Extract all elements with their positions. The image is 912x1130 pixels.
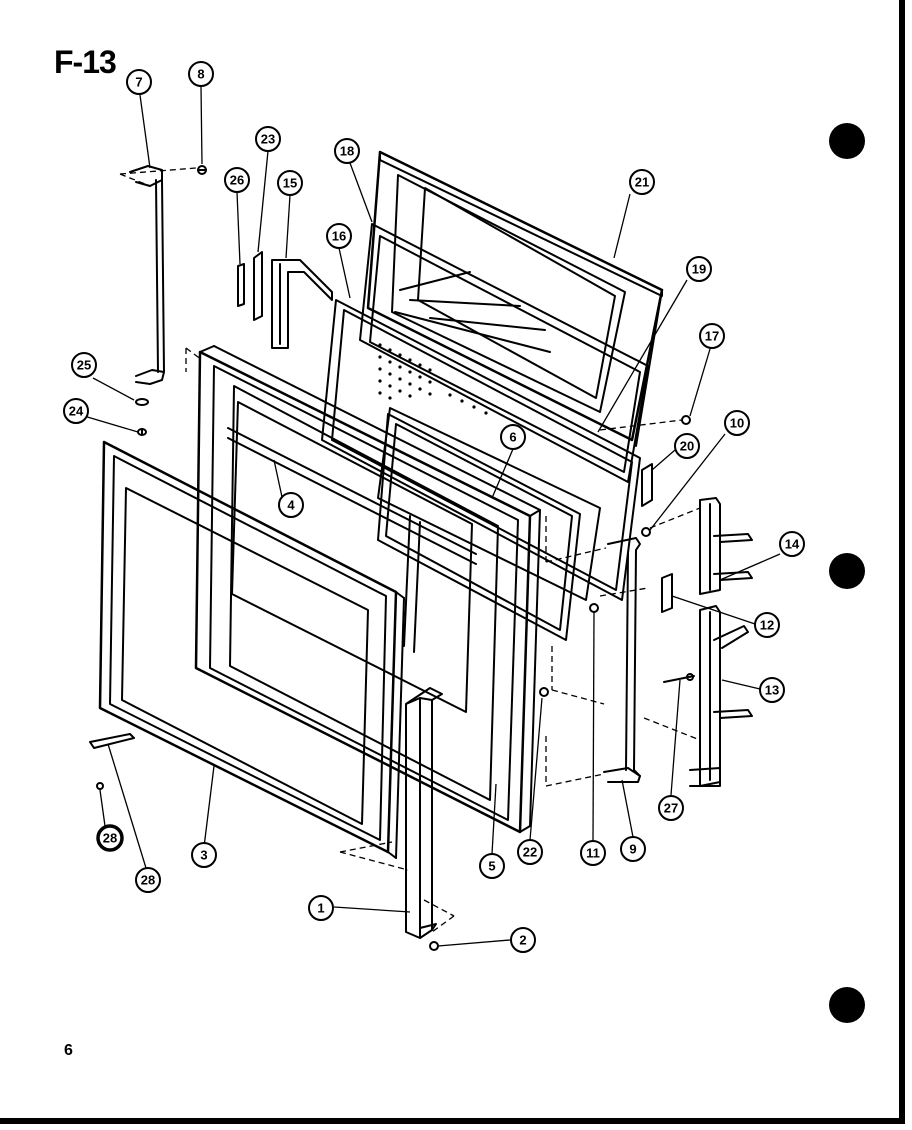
binder-hole-bottom (829, 987, 865, 1023)
part-25-washer (135, 398, 149, 406)
part-12-bracket (661, 573, 673, 613)
callout-15: 15 (277, 170, 303, 196)
svg-text:14: 14 (785, 537, 800, 552)
callout-22: 22 (517, 839, 543, 865)
svg-text:16: 16 (332, 229, 346, 244)
callout-6: 6 (500, 424, 526, 450)
svg-text:6: 6 (509, 430, 516, 445)
part-23-channel (253, 251, 263, 321)
svg-text:3: 3 (200, 848, 207, 863)
callout-leaders (83, 85, 781, 947)
callout-10: 10 (724, 410, 750, 436)
part-3-front-frame (98, 440, 405, 859)
callout-19: 19 (686, 256, 712, 282)
svg-text:12: 12 (760, 618, 774, 633)
svg-text:21: 21 (635, 175, 649, 190)
part-5-door-frame (194, 345, 541, 834)
callout-16: 16 (326, 223, 352, 249)
callout-18: 18 (334, 138, 360, 164)
figure-title: F-13 (54, 44, 117, 80)
callout-21: 21 (629, 169, 655, 195)
part-13-latch (689, 605, 753, 787)
svg-text:11: 11 (586, 846, 600, 861)
part-4-inner-frame (227, 401, 477, 713)
svg-text:4: 4 (287, 498, 295, 513)
part-18-screen-panel (359, 223, 649, 483)
part-15-bracket (271, 259, 333, 349)
callout-3: 3 (191, 842, 217, 868)
part-27-pin (663, 673, 695, 683)
svg-text:8: 8 (197, 67, 204, 82)
part-22-screw (539, 687, 549, 697)
svg-text:28: 28 (103, 831, 117, 846)
svg-text:17: 17 (705, 329, 719, 344)
binder-hole-top (829, 123, 865, 159)
svg-text:15: 15 (283, 176, 297, 191)
part-28-tab (89, 733, 135, 790)
part-14-latch (699, 497, 753, 595)
callout-28: 28 (135, 867, 161, 893)
callout-8: 8 (188, 61, 214, 87)
binder-hole-middle (829, 553, 865, 589)
svg-text:2: 2 (519, 933, 526, 948)
part-6-seal-panel (377, 413, 581, 641)
part-16-perforations (378, 343, 488, 415)
svg-text:28: 28 (141, 873, 155, 888)
callout-17: 17 (699, 323, 725, 349)
svg-text:9: 9 (629, 842, 636, 857)
callout-27: 27 (658, 795, 684, 821)
svg-text:7: 7 (135, 75, 142, 90)
part-10-screw (641, 527, 651, 537)
svg-text:20: 20 (680, 439, 694, 454)
part-26-strip (237, 263, 245, 307)
callout-2: 2 (510, 927, 536, 953)
part-2-screw (429, 941, 439, 951)
callout-5: 5 (479, 853, 505, 879)
callout-23: 23 (255, 126, 281, 152)
part-16-inner-panel (321, 299, 641, 601)
callout-24: 24 (63, 398, 89, 424)
part-20-clip (641, 463, 653, 507)
part-1-handle (405, 687, 443, 939)
svg-text:27: 27 (664, 801, 678, 816)
callout-9: 9 (620, 836, 646, 862)
part-21-outer-panel (366, 150, 664, 447)
svg-text:10: 10 (730, 416, 744, 431)
svg-text:26: 26 (230, 173, 244, 188)
svg-text:22: 22 (523, 845, 537, 860)
svg-text:5: 5 (488, 859, 495, 874)
svg-text:25: 25 (77, 358, 91, 373)
part-11-screw (589, 603, 599, 613)
part-17-screw (681, 415, 691, 425)
callout-28-bold: 28 (96, 824, 124, 852)
callout-26: 26 (224, 167, 250, 193)
callout-20: 20 (674, 433, 700, 459)
svg-text:19: 19 (692, 262, 706, 277)
part-8-screw (197, 165, 207, 175)
svg-text:1: 1 (317, 901, 324, 916)
callout-4: 4 (278, 492, 304, 518)
svg-text:13: 13 (765, 683, 779, 698)
svg-text:18: 18 (340, 144, 354, 159)
page-number: 6 (64, 1042, 73, 1059)
callout-13: 13 (759, 677, 785, 703)
callout-12: 12 (754, 612, 780, 638)
assembly-dashed-lines (119, 167, 701, 933)
svg-text:23: 23 (261, 132, 275, 147)
part-7-hinge-rod (129, 165, 165, 385)
callout-1: 1 (308, 895, 334, 921)
callout-11: 11 (580, 840, 606, 866)
part-24-nut (137, 428, 147, 436)
callout-7: 7 (126, 69, 152, 95)
part-9-hinge-plate (603, 537, 641, 783)
callout-14: 14 (779, 531, 805, 557)
callout-25: 25 (71, 352, 97, 378)
svg-text:24: 24 (69, 404, 84, 419)
